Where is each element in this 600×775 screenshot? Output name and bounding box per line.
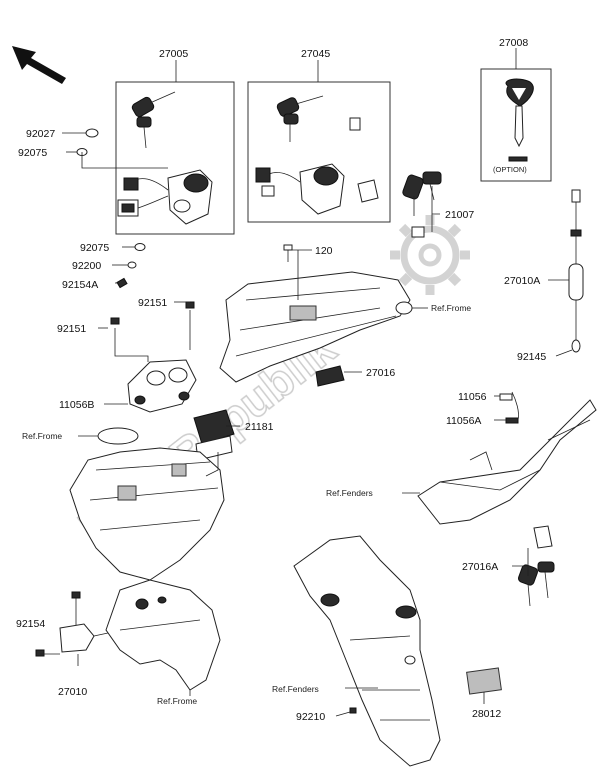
key-pair-27005	[131, 91, 176, 149]
label-92154: 92154	[16, 618, 45, 630]
bracket-11056b	[127, 359, 197, 413]
label-11056b: 11056B	[59, 399, 94, 411]
frame-lower-left	[69, 427, 225, 581]
label-27008: 27008	[499, 37, 528, 49]
label-27010a: 27010A	[504, 275, 540, 287]
bolt-92151-left	[110, 317, 120, 325]
ref-frame-bottom: Ref.Frome	[157, 696, 197, 706]
label-92075-bottom: 92075	[80, 242, 109, 254]
label-92210: 92210	[296, 711, 325, 723]
label-92145: 92145	[517, 351, 546, 363]
switch-27010a	[568, 189, 584, 353]
washer-92027	[85, 128, 99, 138]
key-21007	[402, 171, 442, 238]
frame-upper-bracket	[219, 271, 413, 387]
label-92151-left: 92151	[57, 323, 86, 335]
rear-fender	[293, 535, 441, 767]
label-92154a: 92154A	[62, 279, 98, 291]
label-92075-top: 92075	[18, 147, 47, 159]
label-92200: 92200	[72, 260, 101, 272]
option-key-27008	[505, 78, 534, 162]
label-92151-right: 92151	[138, 297, 167, 309]
ignition-lock-27045	[255, 163, 379, 215]
ref-fenders-right: Ref.Fenders	[326, 488, 373, 498]
label-27016: 27016	[366, 367, 395, 379]
label-11056a: 11056A	[446, 415, 481, 427]
label-92027: 92027	[26, 128, 55, 140]
tail-cowl	[417, 391, 597, 525]
kit-box-27045	[247, 81, 391, 223]
option-label: (OPTION)	[493, 165, 527, 174]
front-direction-arrow-icon	[12, 46, 66, 84]
label-11056: 11056	[458, 391, 487, 403]
module-21181	[193, 409, 235, 461]
gear-watermark-icon	[390, 215, 470, 295]
key-pair-27045	[276, 95, 361, 142]
label-27045: 27045	[301, 48, 330, 60]
frame-lower-bracket	[105, 579, 221, 691]
ref-frame-top: Ref.Frome	[431, 303, 471, 313]
washer-92200	[127, 261, 137, 269]
label-21007: 21007	[445, 209, 474, 221]
ref-frame-left: Ref.Frome	[22, 431, 62, 441]
reflector-28012	[466, 667, 502, 695]
label-21181: 21181	[245, 421, 274, 433]
washer-92075-bottom	[134, 243, 146, 251]
label-27005: 27005	[159, 48, 188, 60]
label-27016a: 27016A	[462, 561, 498, 573]
ref-fenders-bottom: Ref.Fenders	[272, 684, 319, 694]
leader-lines	[40, 48, 573, 717]
bolt-92154a	[116, 277, 128, 289]
label-28012: 28012	[472, 708, 501, 720]
bolt-92210	[349, 707, 357, 714]
ignition-lock-27005	[117, 169, 213, 225]
bolt-92151-right	[185, 301, 195, 309]
screw-120	[283, 244, 293, 262]
label-120: 120	[315, 245, 333, 257]
label-27010: 27010	[58, 686, 87, 698]
kit-box-27005	[115, 81, 235, 235]
